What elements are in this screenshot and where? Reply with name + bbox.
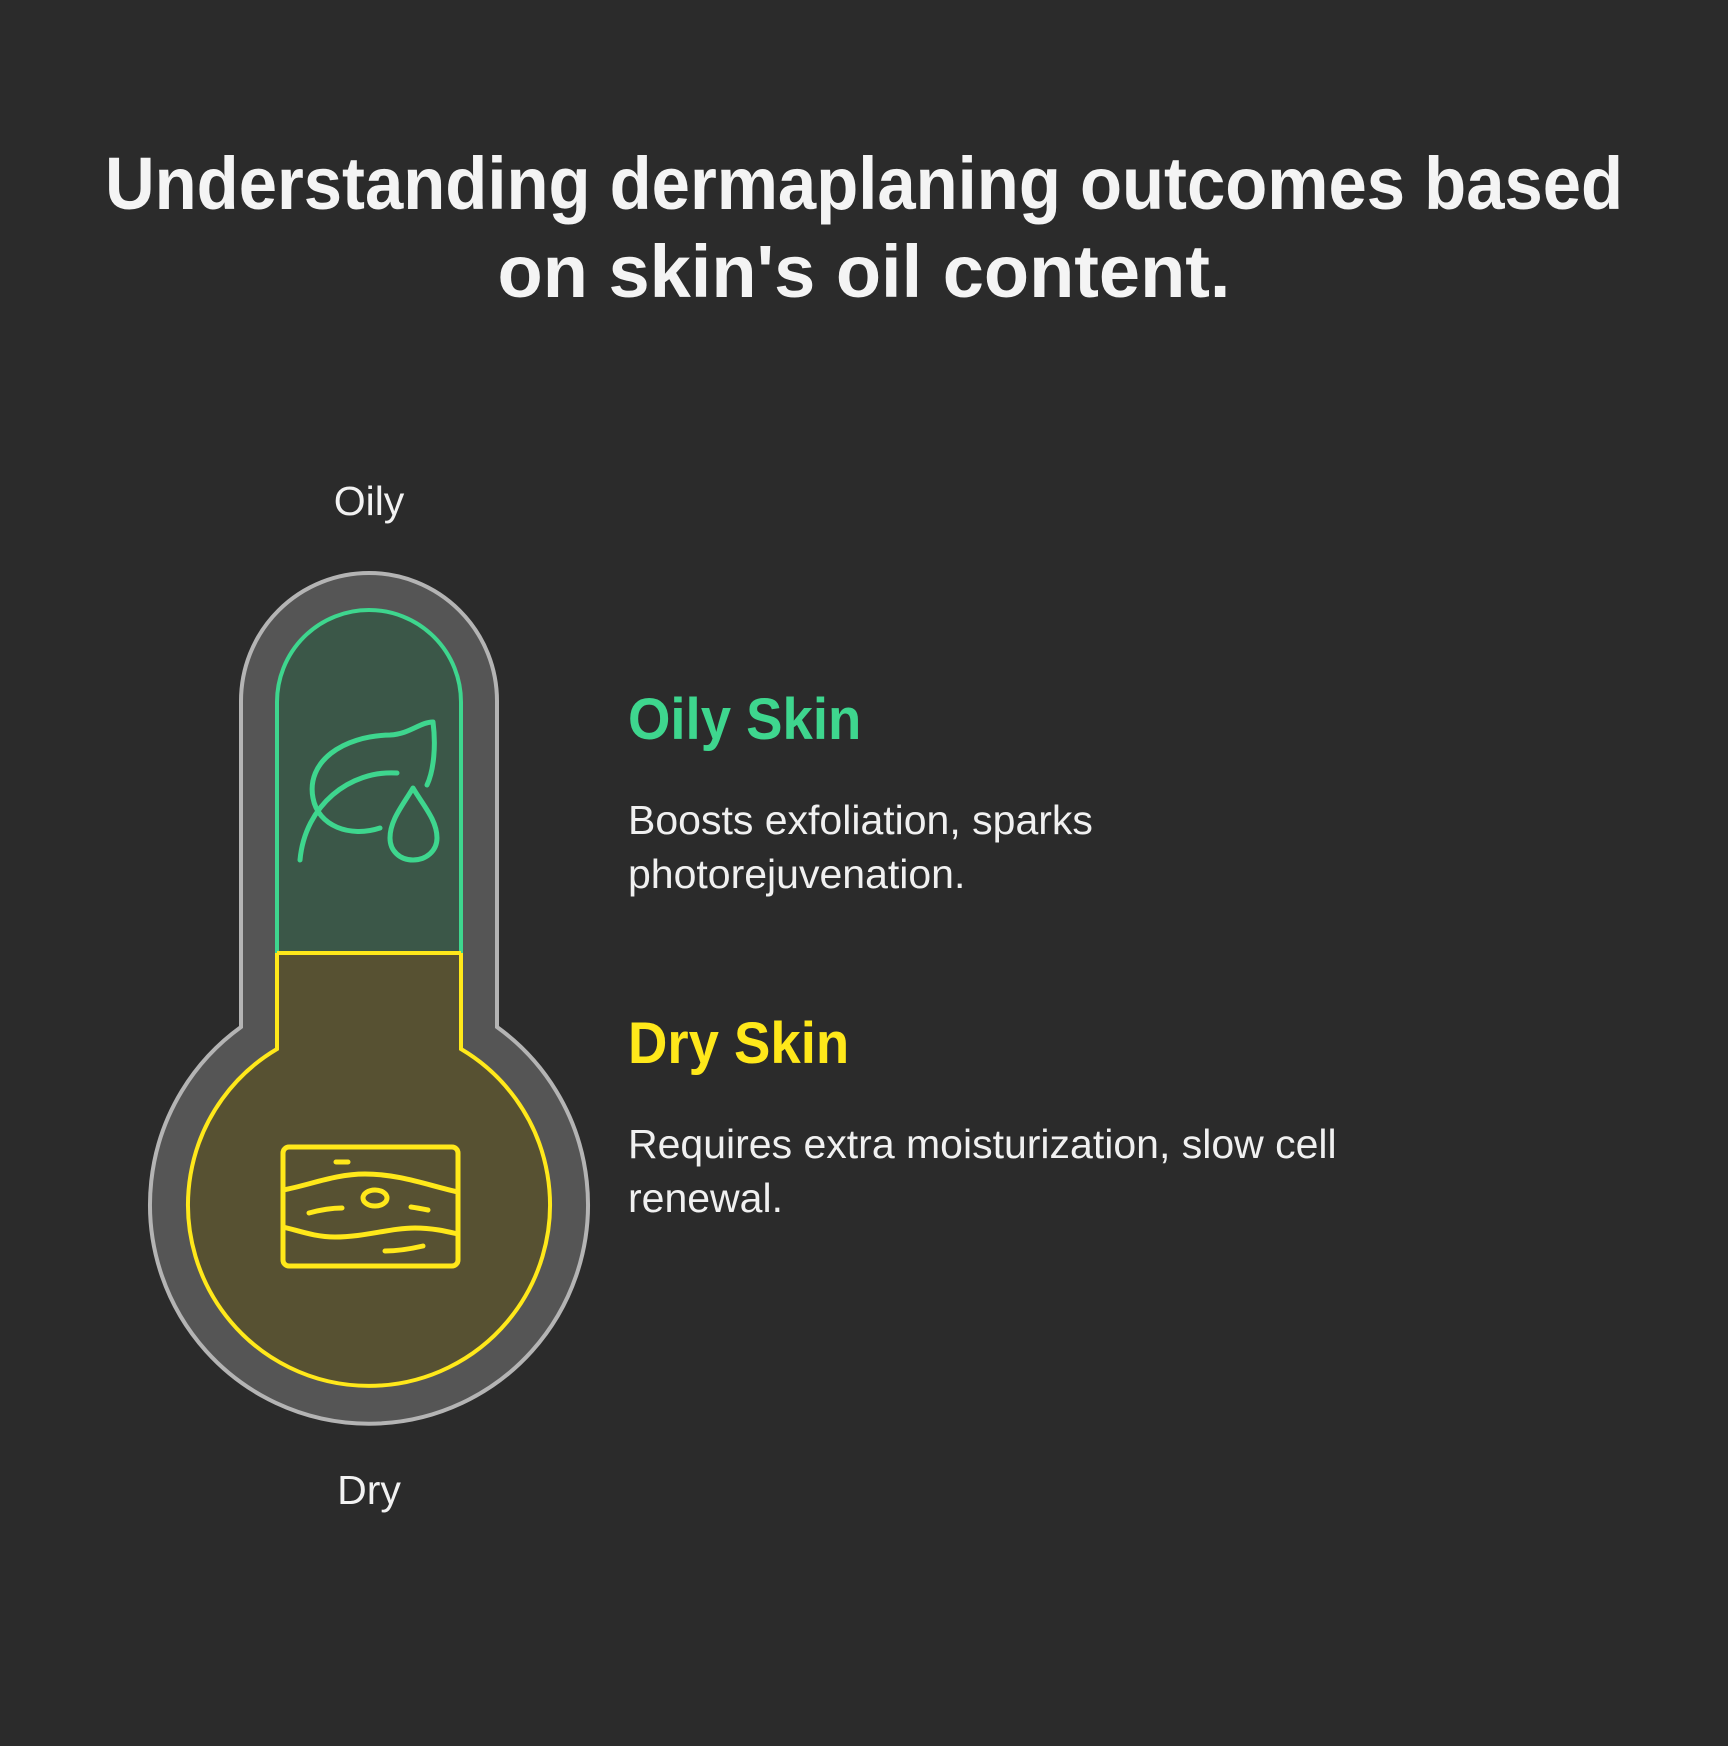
leaf-droplet-icon (297, 719, 440, 863)
scale-label-oily: Oily (333, 478, 405, 524)
dry-section (186, 951, 552, 1388)
page-title: Understanding dermaplaning outcomes base… (0, 140, 1728, 316)
title-line-2: on skin's oil content. (497, 230, 1231, 313)
scale-label-dry: Dry (337, 1467, 401, 1513)
oily-skin-item: Oily Skin Boosts exfoliation, sparks pho… (628, 685, 1528, 901)
dry-skin-heading: Dry Skin (628, 1011, 850, 1076)
title-line-1: Understanding dermaplaning outcomes base… (104, 142, 1624, 225)
oily-skin-heading: Oily Skin (628, 687, 862, 752)
dry-skin-description: Requires extra moisturization, slow cell… (628, 1121, 1337, 1221)
dry-skin-item: Dry Skin Requires extra moisturization, … (628, 1009, 1528, 1225)
skin-layers-icon (280, 1144, 461, 1269)
oily-skin-description: Boosts exfoliation, sparks photorejuvena… (628, 797, 1093, 897)
oily-section (275, 608, 463, 953)
